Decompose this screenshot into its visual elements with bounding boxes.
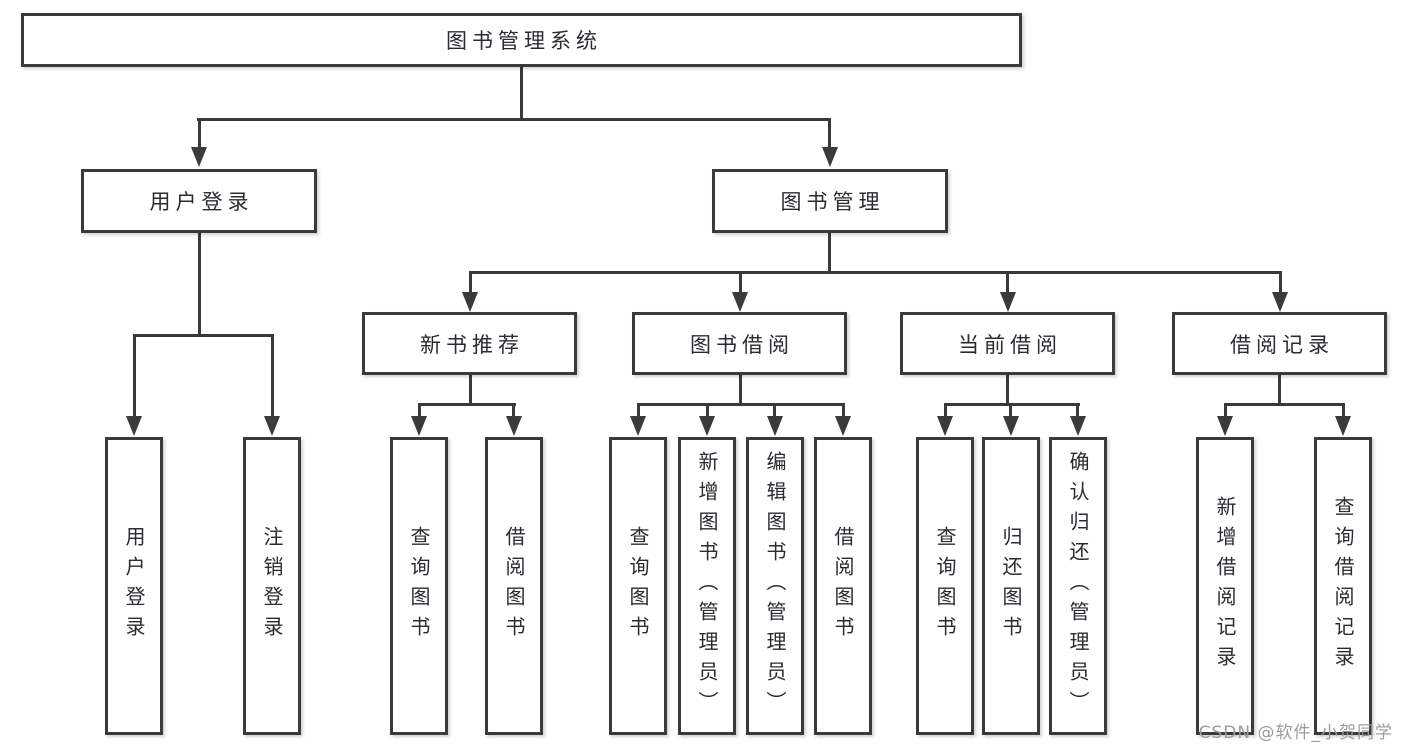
- leaf-user-login: 用户登录: [105, 437, 163, 735]
- connector-line: [637, 403, 640, 417]
- connector-line: [1006, 375, 1009, 406]
- connector-line: [198, 118, 201, 149]
- connector-line: [1076, 403, 1079, 417]
- arrowhead-down-icon: [462, 292, 478, 312]
- arrowhead-down-icon: [767, 416, 783, 436]
- leaf-record-query-borrow-record-label: 查询借阅记录: [1331, 496, 1355, 676]
- leaf-record-add-borrow-record-label: 新增借阅记录: [1213, 496, 1237, 676]
- leaf-borrow-edit-books-admin: 编辑图书（管理员）: [746, 437, 804, 735]
- node-book-management-label: 图书管理: [780, 190, 885, 214]
- arrowhead-down-icon: [411, 416, 427, 436]
- leaf-current-query-books-label: 查询图书: [933, 526, 957, 646]
- node-book-management: 图书管理: [712, 169, 948, 233]
- leaf-recommend-query-books-label: 查询图书: [407, 526, 431, 646]
- connector-line: [1278, 375, 1281, 406]
- leaf-borrow-add-books-admin: 新增图书（管理员）: [678, 437, 736, 735]
- arrowhead-down-icon: [732, 292, 748, 312]
- node-root-label: 图书管理系统: [446, 29, 602, 53]
- leaf-record-add-borrow-record: 新增借阅记录: [1196, 437, 1254, 735]
- connector-line: [842, 403, 845, 417]
- node-current-borrow-label: 当前借阅: [958, 332, 1062, 357]
- arrowhead-down-icon: [506, 416, 522, 436]
- connector-line: [828, 118, 831, 149]
- leaf-borrow-query-books-label: 查询图书: [626, 526, 650, 646]
- node-current-borrow: 当前借阅: [900, 312, 1115, 375]
- connector-line: [944, 403, 947, 417]
- arrowhead-down-icon: [835, 416, 851, 436]
- connector-line: [739, 375, 742, 406]
- arrowhead-down-icon: [264, 416, 280, 436]
- leaf-record-query-borrow-record: 查询借阅记录: [1314, 437, 1372, 735]
- csdn-watermark: CSDN @软件_小贺同学: [1198, 723, 1393, 743]
- leaf-logout-label: 注销登录: [260, 526, 284, 646]
- leaf-current-return-books-label: 归还图书: [999, 526, 1023, 646]
- connector-line: [469, 271, 1282, 274]
- connector-line: [198, 233, 201, 337]
- arrowhead-down-icon: [822, 147, 838, 167]
- connector-line: [197, 118, 831, 121]
- leaf-current-confirm-return-admin-label: 确认归还（管理员）: [1066, 451, 1090, 721]
- connector-line: [469, 271, 472, 293]
- arrowhead-down-icon: [1217, 416, 1233, 436]
- connector-line: [520, 67, 523, 121]
- connector-line: [512, 403, 515, 417]
- connector-line: [637, 403, 845, 406]
- node-book-borrow-label: 图书借阅: [690, 332, 794, 357]
- node-new-book-recommend-label: 新书推荐: [420, 332, 524, 357]
- connector-line: [773, 403, 776, 417]
- connector-line: [1224, 403, 1345, 406]
- arrowhead-down-icon: [1003, 416, 1019, 436]
- leaf-borrow-borrow-books: 借阅图书: [814, 437, 872, 735]
- leaf-borrow-edit-books-admin-label: 编辑图书（管理员）: [763, 451, 787, 721]
- leaf-borrow-query-books: 查询图书: [609, 437, 667, 735]
- connector-line: [828, 233, 831, 274]
- node-new-book-recommend: 新书推荐: [362, 312, 577, 375]
- arrowhead-down-icon: [630, 416, 646, 436]
- leaf-recommend-borrow-books: 借阅图书: [485, 437, 543, 735]
- node-user-login: 用户登录: [81, 169, 317, 233]
- node-user-login-label: 用户登录: [149, 190, 254, 214]
- connector-line: [1342, 403, 1345, 417]
- leaf-current-return-books: 归还图书: [982, 437, 1040, 735]
- connector-line: [944, 403, 1080, 406]
- connector-line: [469, 375, 472, 406]
- leaf-current-confirm-return-admin: 确认归还（管理员）: [1049, 437, 1107, 735]
- connector-line: [271, 334, 274, 417]
- leaf-logout: 注销登录: [243, 437, 301, 735]
- connector-line: [706, 403, 709, 417]
- arrowhead-down-icon: [1070, 416, 1086, 436]
- leaf-user-login-label: 用户登录: [122, 526, 146, 646]
- arrowhead-down-icon: [937, 416, 953, 436]
- arrowhead-down-icon: [1000, 292, 1016, 312]
- arrowhead-down-icon: [1335, 416, 1351, 436]
- connector-line: [1279, 271, 1282, 293]
- connector-line: [133, 334, 274, 337]
- node-borrow-records: 借阅记录: [1172, 312, 1387, 375]
- leaf-recommend-query-books: 查询图书: [390, 437, 448, 735]
- connector-line: [739, 271, 742, 293]
- connector-line: [418, 403, 421, 417]
- leaf-borrow-borrow-books-label: 借阅图书: [831, 526, 855, 646]
- connector-line: [133, 334, 136, 417]
- leaf-current-query-books: 查询图书: [916, 437, 974, 735]
- node-root: 图书管理系统: [21, 13, 1022, 67]
- leaf-recommend-borrow-books-label: 借阅图书: [502, 526, 526, 646]
- arrowhead-down-icon: [1272, 292, 1288, 312]
- arrowhead-down-icon: [191, 147, 207, 167]
- leaf-borrow-add-books-admin-label: 新增图书（管理员）: [695, 451, 719, 721]
- node-borrow-records-label: 借阅记录: [1230, 332, 1334, 357]
- connector-line: [1006, 271, 1009, 293]
- connector-line: [1009, 403, 1012, 417]
- node-book-borrow: 图书借阅: [632, 312, 847, 375]
- arrowhead-down-icon: [699, 416, 715, 436]
- arrowhead-down-icon: [126, 416, 142, 436]
- connector-line: [1224, 403, 1227, 417]
- connector-line: [418, 403, 516, 406]
